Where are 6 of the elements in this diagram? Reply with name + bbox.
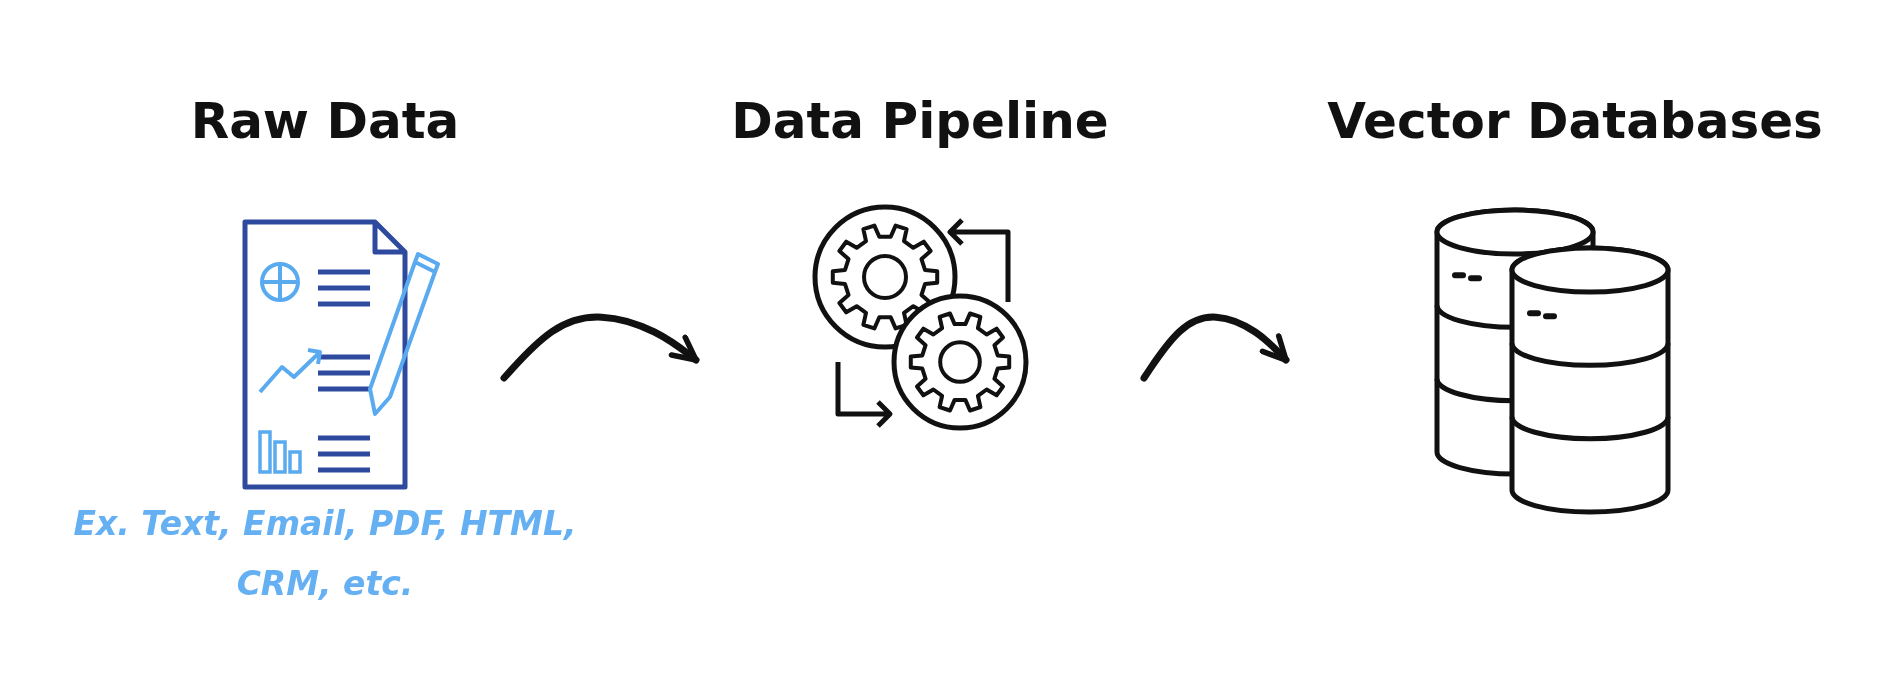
- curved-arrow: [1140, 313, 1290, 382]
- stage-title: Vector Databases: [1326, 92, 1824, 150]
- stage-title: Raw Data: [189, 92, 461, 150]
- stage-title: Data Pipeline: [730, 92, 1110, 150]
- curved-arrow: [500, 313, 700, 382]
- example-text: Ex. Text, Email, PDF, HTML, CRM, etc.: [72, 503, 578, 605]
